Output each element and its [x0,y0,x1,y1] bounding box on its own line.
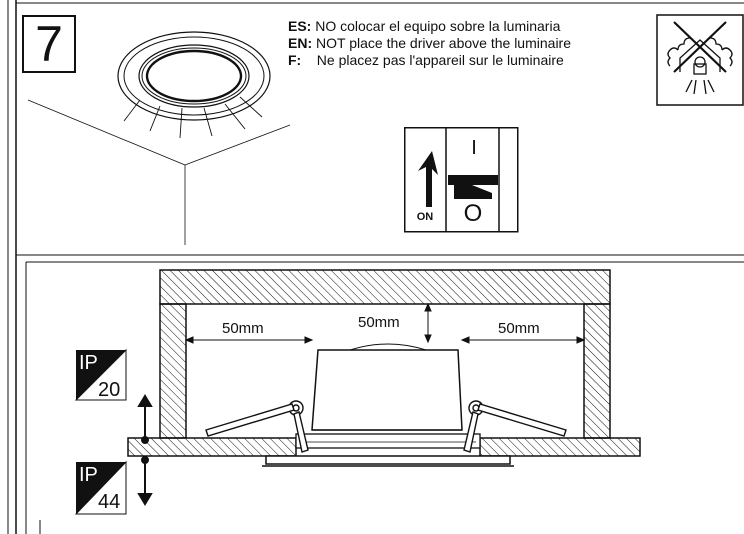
no-driver-on-luminaire-icon [656,14,744,106]
clearance-right-label: 50mm [498,320,540,337]
ip-lower-prefix: IP [79,464,98,486]
warning-en: EN: NOT place the driver above the lumin… [288,35,571,51]
ip-upper-prefix: IP [79,352,98,374]
clearance-left-label: 50mm [222,320,264,337]
warning-f: F: Ne placez pas l'appareil sur le lumin… [288,52,564,68]
warning-es: ES: NO colocar el equipo sobre la lumina… [288,18,561,34]
ip-lower-value: 44 [98,491,121,513]
step-number: 7 [22,15,76,73]
warning-text: ES: NO colocar el equipo sobre la lumina… [288,18,571,69]
installation-cross-section [74,269,641,515]
switch-mark-off: O [463,200,483,227]
ip-upper-value: 20 [98,379,121,401]
power-switch-illustration [404,127,519,233]
clearance-top-label: 50mm [358,314,400,331]
ceiling-downlight-illustration [27,31,291,245]
switch-mark-on: I [471,137,477,159]
switch-on-label: ON [416,211,434,223]
